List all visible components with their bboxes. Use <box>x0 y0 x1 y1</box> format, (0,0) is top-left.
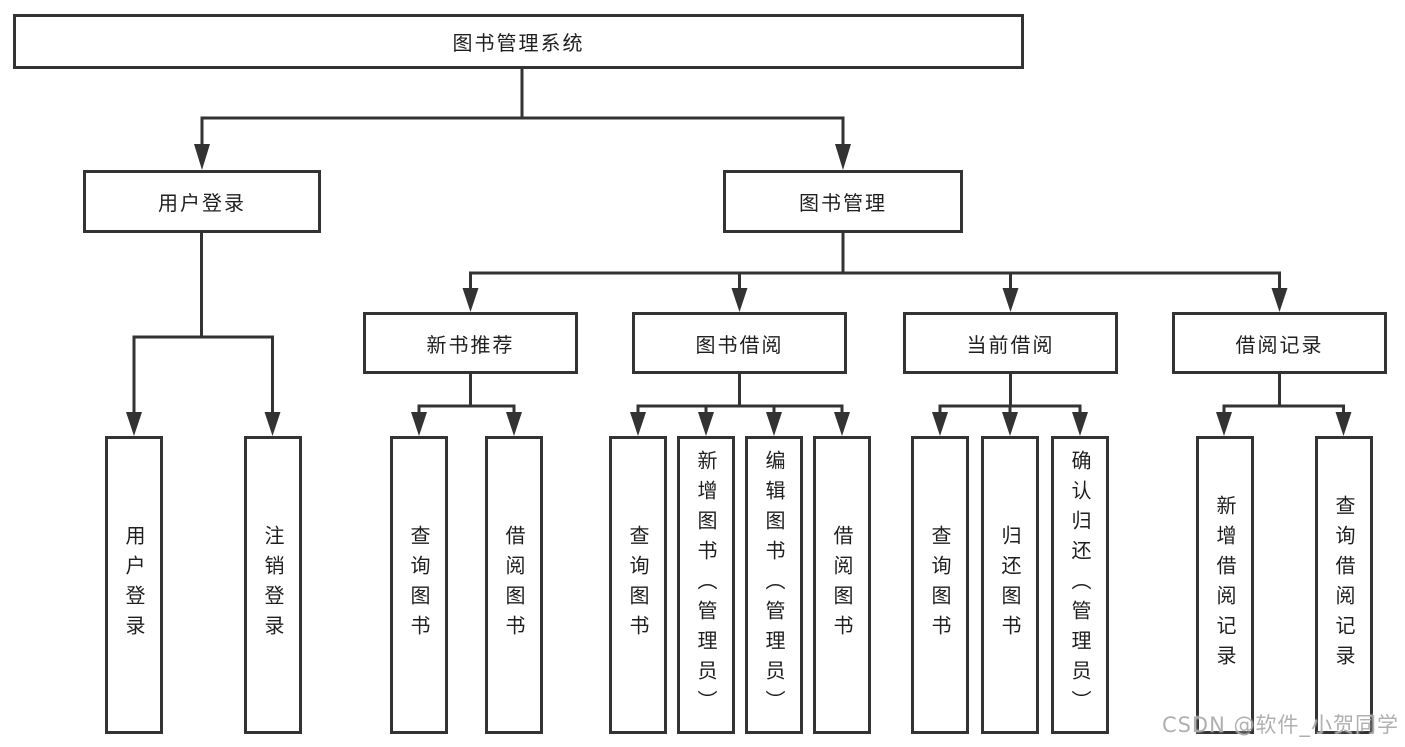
leaf-query-books-current: 查询图书 <box>911 436 969 734</box>
arrowhead <box>1002 288 1019 312</box>
arrowhead <box>731 288 748 312</box>
leaf-query-books-borrow: 查询图书 <box>609 436 667 734</box>
arrowhead <box>1335 412 1352 436</box>
connector-root-to-level1 <box>200 67 845 148</box>
node-label: 确认归还（管理员） <box>1068 450 1092 720</box>
node-label: 用户登录 <box>158 191 246 215</box>
node-label: 查询图书 <box>626 525 650 645</box>
arrowhead <box>194 144 210 170</box>
node-label: 用户登录 <box>122 525 146 645</box>
arrowheads <box>126 144 1352 436</box>
node-label: 当前借阅 <box>966 332 1055 357</box>
leaf-add-borrow-record: 新增借阅记录 <box>1196 436 1254 734</box>
arrowhead <box>1002 412 1018 436</box>
node-book-management: 图书管理 <box>723 170 963 233</box>
arrowhead <box>506 412 522 436</box>
node-label: 借阅图书 <box>502 525 526 645</box>
arrowhead <box>834 412 850 436</box>
arrowhead <box>462 288 479 312</box>
node-label: 归还图书 <box>998 525 1022 645</box>
leaf-return-books: 归还图书 <box>981 436 1039 734</box>
node-label: 新增图书（管理员） <box>694 450 718 720</box>
connector-userlogin-branch <box>132 231 274 416</box>
connector-newbook-branch <box>417 372 516 416</box>
arrowhead <box>1216 412 1232 436</box>
node-borrow-records: 借阅记录 <box>1172 312 1387 374</box>
arrowhead <box>1271 288 1288 312</box>
arrowhead <box>126 412 142 436</box>
connector-currentborrow-branch <box>938 372 1082 416</box>
node-book-borrow: 图书借阅 <box>632 312 847 374</box>
node-label: 图书管理 <box>799 191 887 215</box>
leaf-query-borrow-record: 查询借阅记录 <box>1315 436 1373 734</box>
node-current-borrow: 当前借阅 <box>903 312 1118 374</box>
node-new-book-recommend: 新书推荐 <box>363 312 578 374</box>
node-label: 查询借阅记录 <box>1332 495 1356 675</box>
leaf-user-login: 用户登录 <box>105 436 163 734</box>
connector-borrowrecords-branch <box>1222 372 1345 416</box>
node-label: 新书推荐 <box>426 332 515 357</box>
node-label: 新增借阅记录 <box>1213 495 1237 675</box>
arrowhead <box>932 412 948 436</box>
node-label: 查询图书 <box>407 525 431 645</box>
node-label: 图书管理系统 <box>452 31 585 55</box>
node-label: 注销登录 <box>261 525 285 645</box>
node-root: 图书管理系统 <box>13 14 1024 69</box>
leaf-borrow-books-recommend: 借阅图书 <box>485 436 543 734</box>
arrowhead <box>698 412 714 436</box>
leaf-logout: 注销登录 <box>244 436 302 734</box>
leaf-query-books-recommend: 查询图书 <box>390 436 448 734</box>
node-label: 借阅记录 <box>1235 332 1324 357</box>
connector-bookmgmt-to-level2 <box>469 231 1281 292</box>
node-label: 查询图书 <box>928 525 952 645</box>
leaf-borrow-books: 借阅图书 <box>813 436 871 734</box>
leaf-confirm-return-admin: 确认归还（管理员） <box>1051 436 1109 734</box>
arrowhead <box>264 412 281 436</box>
node-user-login: 用户登录 <box>83 170 321 233</box>
leaf-add-book-admin: 新增图书（管理员） <box>677 436 735 734</box>
connector-bookborrow-branch <box>636 372 844 416</box>
arrowhead <box>1072 412 1088 436</box>
arrowhead <box>766 412 782 436</box>
node-label: 图书借阅 <box>695 332 784 357</box>
arrowhead <box>835 144 851 170</box>
node-label: 借阅图书 <box>830 525 854 645</box>
watermark: CSDN @软件_小贺同学 <box>1161 713 1399 737</box>
arrowhead <box>411 412 427 436</box>
node-label: 编辑图书（管理员） <box>762 450 786 720</box>
leaf-edit-book-admin: 编辑图书（管理员） <box>745 436 803 734</box>
arrowhead <box>630 412 646 436</box>
